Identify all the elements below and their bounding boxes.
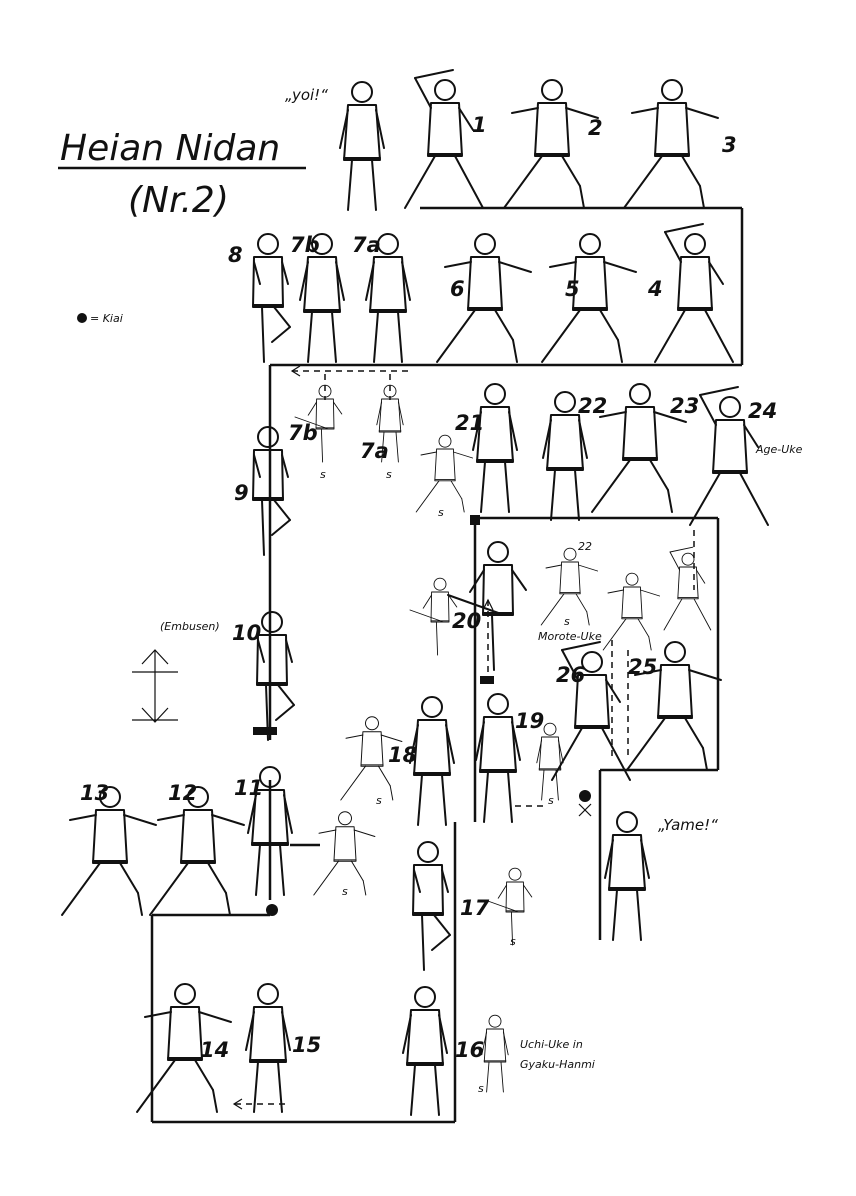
step-12: 12 <box>168 781 197 805</box>
title-sub: (Nr.2) <box>128 180 229 221</box>
figure-16 <box>402 986 448 1116</box>
step-11: 11 <box>234 776 263 800</box>
step-19: 19 <box>515 709 544 733</box>
s-marker: s <box>478 1082 484 1095</box>
step-7b-side: 7b <box>288 421 318 445</box>
figure-12 <box>149 786 245 916</box>
step-6: 6 <box>450 277 465 301</box>
figure-9 <box>252 426 291 556</box>
step-8: 8 <box>228 243 243 267</box>
step-26: 26 <box>556 663 585 687</box>
kiai-dot-26-icon <box>579 790 591 802</box>
title-main: Heian Nidan <box>60 128 280 169</box>
s-marker: s <box>548 794 554 807</box>
kiai-dot-11-icon <box>266 904 278 916</box>
figure-19 <box>475 693 521 823</box>
figure-20 <box>447 541 527 671</box>
embusen-label: (Embusen) <box>160 620 220 633</box>
step-5: 5 <box>565 277 580 301</box>
step-21: 21 <box>455 411 484 435</box>
figure-2 <box>503 79 599 209</box>
step-7b: 7b <box>290 233 320 257</box>
side-view-17 <box>484 867 533 946</box>
step-24: 24 <box>748 399 777 423</box>
kiai-legend-label: = Kiai <box>90 312 123 325</box>
s-marker: s <box>376 794 382 807</box>
figure-5 <box>541 233 637 363</box>
quote-yame: „Yame!“ <box>658 816 718 834</box>
start-cross-icon <box>578 803 592 817</box>
s-marker: s <box>342 885 348 898</box>
step-7a-side: 7a <box>360 439 389 463</box>
figure-10 <box>256 611 295 741</box>
label-uchi-uke-1: Uchi-Uke in <box>520 1038 583 1051</box>
side-view-16 <box>481 1014 509 1093</box>
step-3: 3 <box>722 133 737 157</box>
step-2: 2 <box>588 116 603 140</box>
side-view-19 <box>536 722 564 801</box>
s-marker: s <box>320 468 326 481</box>
side-view-21 <box>415 434 474 513</box>
step-22: 22 <box>578 394 607 418</box>
step-18: 18 <box>388 743 417 767</box>
figure-yoi <box>339 81 385 211</box>
kiai-dot-icon <box>77 313 87 323</box>
s-marker: s <box>564 615 570 628</box>
figure-3 <box>623 79 719 209</box>
step-1: 1 <box>472 113 487 137</box>
step-10: 10 <box>232 621 261 645</box>
figure-yame <box>604 811 650 941</box>
side-view-20 <box>409 577 458 656</box>
embusen-path <box>150 206 744 1124</box>
guide-dashes <box>232 365 695 1110</box>
embusen-arrow-icon <box>132 649 178 723</box>
s-marker: s <box>510 935 516 948</box>
step-23: 23 <box>670 394 699 418</box>
figure-21 <box>472 383 518 513</box>
figure-15 <box>245 983 291 1113</box>
side-view-11 <box>313 811 376 896</box>
figure-1 <box>404 69 484 209</box>
step-9: 9 <box>234 481 249 505</box>
figure-8 <box>252 233 291 363</box>
step-7a: 7a <box>352 233 381 257</box>
s-marker: s <box>438 506 444 519</box>
step-4: 4 <box>647 277 663 301</box>
s-marker: s <box>386 468 392 481</box>
step-25: 25 <box>628 655 657 679</box>
figure-4 <box>654 223 734 363</box>
figure-13 <box>61 786 157 916</box>
step-20: 20 <box>452 609 481 633</box>
label-morote-uke: Morote-Uke <box>538 630 602 643</box>
quote-yoi: „yoi!“ <box>285 86 328 104</box>
step-14: 14 <box>200 1038 229 1062</box>
step-13: 13 <box>80 781 109 805</box>
step-22-side: 22 <box>578 540 592 553</box>
figure-17 <box>412 841 451 971</box>
step-15: 15 <box>292 1033 321 1057</box>
step-16: 16 <box>455 1038 484 1062</box>
label-uchi-uke-2: Gyaku-Hanmi <box>520 1058 595 1071</box>
label-age-uke: Age-Uke <box>755 443 803 456</box>
step-17: 17 <box>460 896 490 920</box>
